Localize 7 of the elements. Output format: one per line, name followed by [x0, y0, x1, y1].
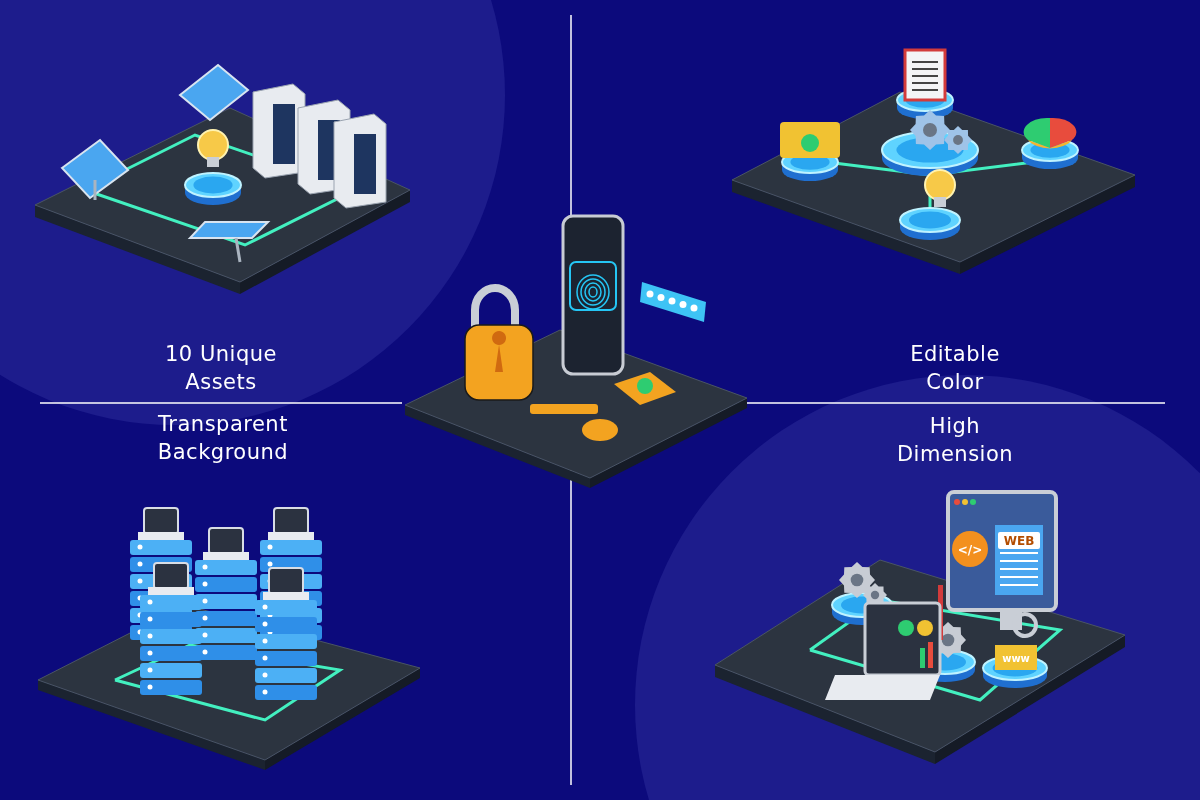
feature-heading: Transparent Background: [156, 411, 290, 466]
feature-heading: High Dimension: [895, 413, 1015, 468]
feature-heading: 10 Unique Assets: [164, 341, 278, 396]
feature-heading: Editable Color: [909, 341, 1001, 396]
web-label: WEB: [1003, 534, 1035, 548]
url-label: www: [1002, 653, 1030, 664]
code-symbol-text: </>: [957, 543, 983, 557]
